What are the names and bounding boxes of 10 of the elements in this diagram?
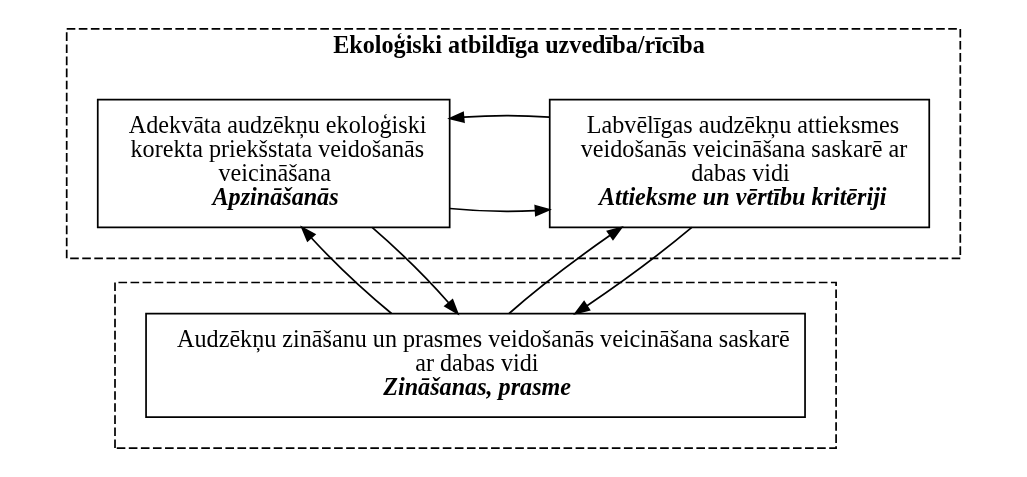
arrow: [300, 225, 393, 315]
arrow: [448, 204, 552, 217]
arrow: [371, 226, 460, 316]
node-box: Labvēlīgas audzēkņu attieksmes veidošanās veicināšana saskarē ar dabas vidi Attieksme un vērtību kritēriji: [548, 98, 931, 229]
node-box: Audzēkņu zināšanu un prasmes veidošanās veicināšana saskarē ar dabas vidi Zināšanas, prasme: [145, 312, 806, 418]
node-box: Adekvāta audzēkņu ekoloģiski korekta priekšstata veidošanās veicināšana Apzināšanās: [96, 98, 451, 229]
arrow: [508, 225, 624, 315]
arrow: [447, 111, 551, 124]
arrow: [573, 226, 693, 315]
cluster: [114, 281, 837, 449]
